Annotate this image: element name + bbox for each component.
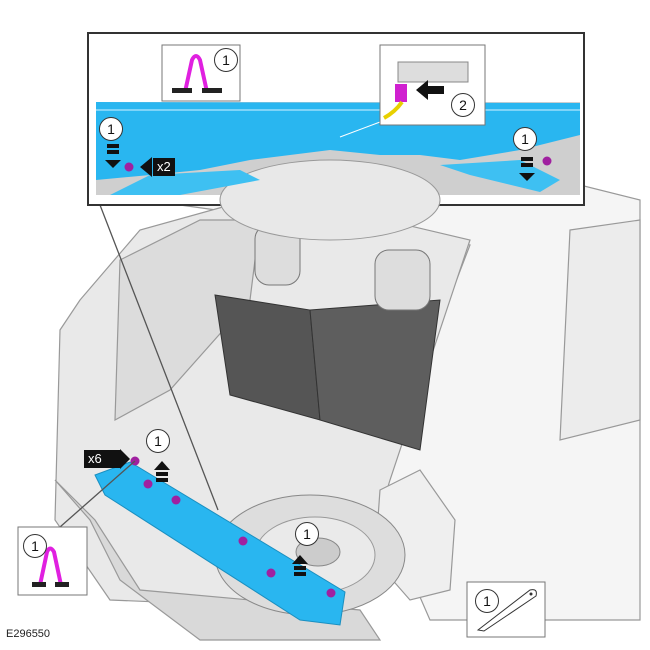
callout-clip-top: 1 xyxy=(214,48,238,72)
callout-connector: 2 xyxy=(451,93,475,117)
callout-rear-center: 1 xyxy=(295,522,319,546)
trim-tool-inset xyxy=(466,581,546,638)
callout-right-top: 1 xyxy=(513,127,537,151)
connector-detail-inset xyxy=(379,44,486,126)
figure-id: E296550 xyxy=(6,628,51,640)
quantity-tag-top: x2 xyxy=(153,158,175,176)
callout-rear-left: 1 xyxy=(146,429,170,453)
quantity-tag-rear: x6 xyxy=(84,450,120,468)
callout-rear-clip: 1 xyxy=(23,534,47,558)
scuff-plate-trim xyxy=(94,461,346,626)
rear-seats xyxy=(214,224,441,451)
callout-tool: 1 xyxy=(475,589,499,613)
callout-left-top: 1 xyxy=(99,117,123,141)
up-arrow-icon xyxy=(154,461,308,576)
